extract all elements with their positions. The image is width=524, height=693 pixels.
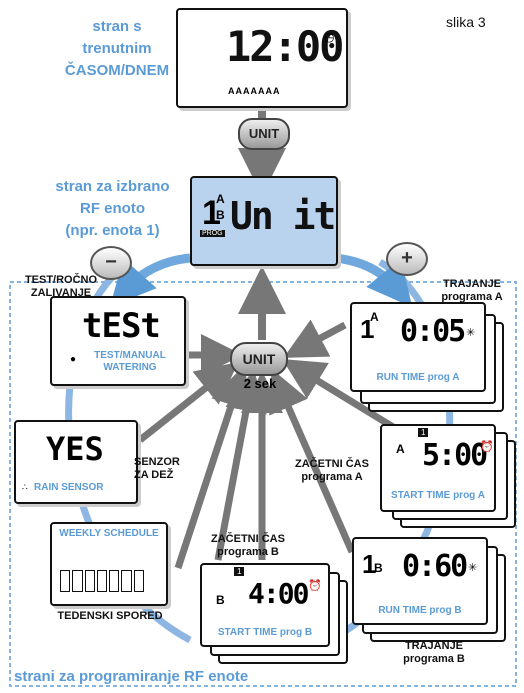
run-b-display: 0:60	[402, 549, 468, 584]
day-marks: AAAAAAA	[228, 86, 281, 96]
weekly-caption: WEEKLY SCHEDULE	[59, 528, 159, 539]
hold-duration: 2 sek	[243, 376, 277, 391]
alarm-icon: ⏰	[480, 441, 494, 453]
start-b-caption: START TIME prog B	[217, 627, 313, 638]
start-a-caption: START TIME prog A	[391, 490, 485, 501]
start-a-screen: 1 A 5:00 ⏰ START TIME prog A	[380, 424, 496, 512]
figure-label: slika 3	[446, 14, 486, 30]
prog-tag: PROG	[200, 230, 225, 237]
start-b-badge: 1	[234, 567, 245, 576]
selected-unit-screen: 1 A B PROG Un it	[190, 176, 338, 266]
test-display: tESt	[82, 306, 161, 346]
caption-line: WATERING	[103, 362, 157, 373]
arrow-to-test	[110, 253, 191, 307]
drop-icon: ●	[70, 354, 77, 365]
label-line: ZAČETNI ČAS	[295, 458, 369, 470]
start-a-label: ZAČETNI ČAS programa A	[286, 458, 378, 484]
caption-line: stran s	[92, 18, 142, 35]
run-b-screen: 1 B 0:60 ✳ RUN TIME prog B	[352, 537, 488, 625]
unit-number: 1	[202, 194, 221, 232]
arrow-runb-to-center	[269, 368, 356, 554]
label-line: TRAJANJE	[442, 278, 502, 290]
weekly-label: TEDENSKI SPORED	[57, 610, 163, 622]
run-a-display: 0:05	[400, 314, 466, 349]
run-b-label: TRAJANJE programa B	[384, 640, 484, 666]
rain-screen: YES ∴ RAIN SENSOR	[14, 420, 138, 504]
label-line: programa A	[301, 471, 363, 483]
run-b-caption: RUN TIME prog B	[378, 605, 462, 616]
run-b-slot: B	[374, 561, 383, 575]
clock-icon: ◷	[324, 30, 335, 44]
run-a-screen: 1 A 0:05 ✳ RUN TIME prog A	[350, 302, 486, 392]
label-line: TEST/ROČNO	[24, 274, 98, 286]
day-cell	[60, 570, 71, 592]
day-cell	[133, 570, 144, 592]
run-a-slot: A	[370, 310, 379, 324]
run-b-num: 1	[362, 549, 377, 579]
caption-line: (npr. enota 1)	[65, 222, 160, 239]
alarm-icon: ⏰	[308, 580, 322, 592]
slot-a: A	[216, 192, 225, 206]
arrow-runa-to-center	[283, 319, 347, 358]
selected-unit-caption: stran za izbrano RF enoto (npr. enota 1)	[40, 176, 185, 242]
arrow-startb-to-center-2	[214, 369, 267, 561]
programming-pages-caption: strani za programiranje RF enote	[14, 668, 249, 685]
start-b-screen: 1 B 4:00 ⏰ START TIME prog B	[200, 563, 330, 647]
sprinkler-icon: ✳	[466, 327, 476, 339]
center-unit-button[interactable]: UNIT	[230, 342, 288, 376]
day-cell	[121, 570, 132, 592]
rain-display: YES	[46, 430, 104, 468]
rain-drops-icon: ∴	[22, 482, 28, 492]
label-line: SENZOR	[134, 456, 180, 468]
unit-button[interactable]: UNIT	[238, 118, 290, 150]
arrow-rain-to-center	[137, 361, 239, 443]
label-line: programa B	[217, 546, 279, 558]
plus-button[interactable]: +	[386, 242, 428, 276]
caption-line: RF enoto	[80, 200, 145, 217]
start-a-display: 5:00	[422, 438, 488, 473]
rain-caption: RAIN SENSOR	[34, 482, 104, 493]
label-line: ZAČETNI ČAS	[211, 533, 285, 545]
caption-line: stran za izbrano	[55, 178, 170, 195]
weekly-screen: WEEKLY SCHEDULE	[50, 522, 168, 606]
test-caption: TEST/MANUAL WATERING	[82, 350, 178, 374]
start-b-display: 4:00	[248, 577, 309, 610]
unit-display: Un it	[230, 194, 336, 238]
sprinkler-icon: ✳	[468, 562, 478, 574]
label-line: TRAJANJE	[404, 640, 464, 652]
clock-digits: 12:00	[226, 22, 344, 71]
caption-line: ČASOM/DNEM	[64, 62, 170, 79]
rain-label: SENZOR ZA DEŽ	[134, 456, 194, 482]
day-cell	[72, 570, 83, 592]
start-a-slot: A	[396, 442, 405, 456]
caption-line: TEST/MANUAL	[94, 350, 166, 361]
label-line: ZA DEŽ	[134, 469, 174, 481]
current-time-caption: stran s trenutnim ČASOM/DNEM	[62, 16, 172, 82]
run-a-caption: RUN TIME prog A	[376, 372, 460, 383]
arrow-starta-to-center	[282, 359, 400, 433]
arrow-weekly-to-center	[174, 365, 252, 570]
label-line: programa B	[403, 653, 465, 665]
day-cell	[96, 570, 108, 592]
weekly-day-grid	[60, 570, 144, 592]
test-screen: tESt ● TEST/MANUAL WATERING	[50, 296, 186, 386]
day-cell	[109, 570, 120, 592]
start-a-badge: 1	[418, 428, 429, 437]
caption-line: trenutnim	[82, 40, 152, 57]
run-a-label: TRAJANJE programa A	[426, 278, 518, 304]
day-cell	[84, 570, 95, 592]
minus-button[interactable]: −	[90, 246, 132, 280]
arrow-to-run-a	[334, 253, 413, 308]
start-b-slot: B	[216, 593, 225, 607]
slot-b: B	[216, 208, 225, 222]
label-line: programa A	[441, 291, 503, 303]
run-a-num: 1	[360, 314, 375, 344]
start-b-label: ZAČETNI ČAS programa B	[196, 533, 300, 559]
current-time-screen: 12:00 ◷ AAAAAAA	[176, 8, 348, 108]
